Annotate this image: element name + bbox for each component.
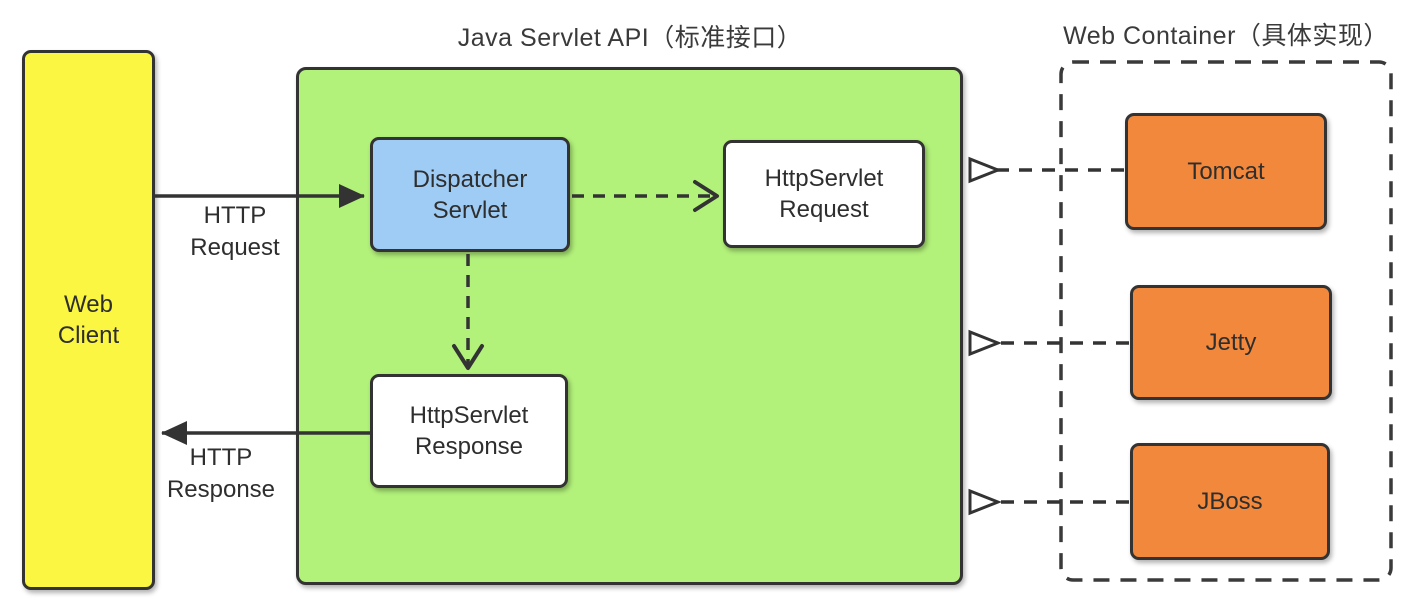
jboss-node: JBoss — [1130, 443, 1330, 560]
httpservlet-response-node: HttpServlet Response — [370, 374, 568, 488]
tomcat-node: Tomcat — [1125, 113, 1327, 230]
http-response-label: HTTP Response — [166, 444, 276, 503]
tomcat-label: Tomcat — [1187, 158, 1265, 185]
httpservlet-request-node: HttpServlet Request — [723, 140, 925, 248]
web-client-node: Web Client — [22, 50, 155, 590]
http-request-label: HTTP Request — [190, 202, 280, 261]
jboss-label: JBoss — [1197, 488, 1263, 515]
web-client-label: Web Client — [57, 291, 120, 349]
jetty-node: Jetty — [1130, 285, 1332, 400]
dispatcher-servlet-node: Dispatcher Servlet — [370, 137, 570, 252]
httpservlet-request-label: HttpServlet Request — [764, 165, 884, 223]
servlet-api-title: Java Servlet API（标准接口） — [457, 24, 803, 52]
httpservlet-response-label: HttpServlet Response — [409, 402, 529, 460]
dispatcher-servlet-label: Dispatcher Servlet — [412, 165, 528, 224]
web-container-title: Web Container（具体实现） — [1063, 22, 1389, 50]
jetty-label: Jetty — [1205, 329, 1257, 356]
